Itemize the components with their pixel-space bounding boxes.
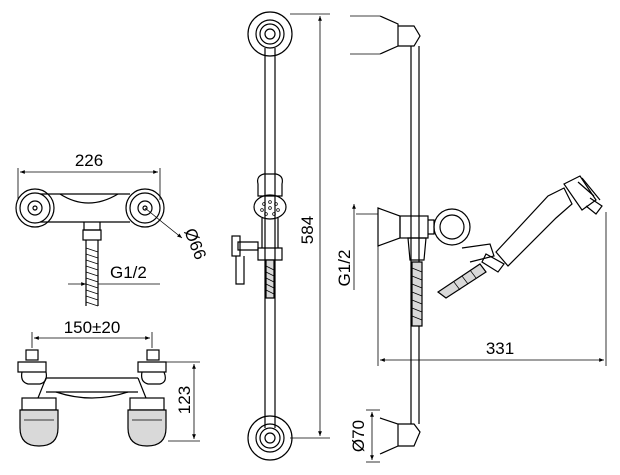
dim-length-331: 331 xyxy=(486,339,514,358)
slide-rail-front-view xyxy=(231,11,330,461)
dim-thread-g12-side: G1/2 xyxy=(335,250,354,287)
mixer-top-view xyxy=(15,168,183,307)
dim-spacing-150: 150±20 xyxy=(64,318,121,337)
dim-width-226: 226 xyxy=(75,151,103,170)
dim-diameter-70: Ø70 xyxy=(349,420,368,452)
dim-diameter-66: Ø66 xyxy=(180,225,210,262)
dim-thread-g12-mixer: G1/2 xyxy=(110,263,147,282)
dim-height-123: 123 xyxy=(175,386,194,414)
mixer-front-view xyxy=(17,332,200,447)
slide-rail-side-view xyxy=(350,15,607,463)
dim-height-584: 584 xyxy=(298,216,317,244)
